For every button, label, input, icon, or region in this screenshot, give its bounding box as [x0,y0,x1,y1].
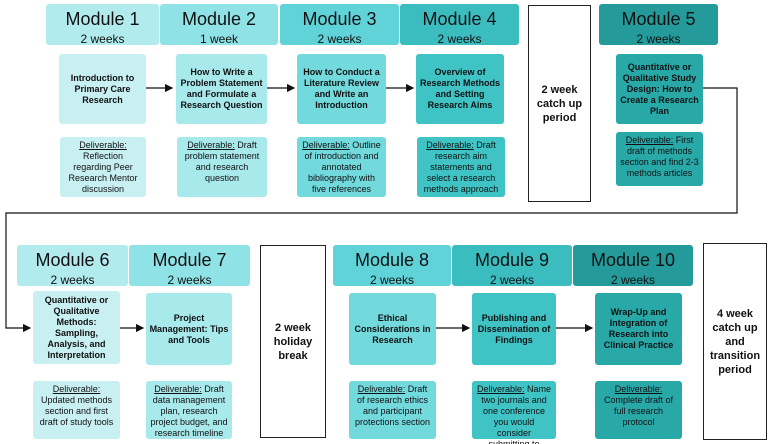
module-8-title: Module 8 [354,250,430,270]
module-9-header: Module 9 2 weeks [452,245,572,287]
module-5-header: Module 5 2 weeks [599,4,718,46]
module-7-header: Module 7 2 weeks [129,245,250,287]
module-8-deliverable-label: Deliverable: [357,384,406,394]
module-2-duration: 1 week [199,32,239,46]
module-5-topic: Quantitative or Qualitative Study Design… [616,54,703,124]
module-1-title: Module 1 [65,9,140,29]
module-4-topic: Overview of Research Methods and Setting… [416,54,504,124]
module-1-topic: Introduction to Primary Care Research [59,54,146,124]
module-6-topic: Quantitative or Qualitative Methods: Sam… [33,291,120,364]
module-9-title: Module 9 [474,250,550,270]
module-10-deliverable-label: Deliverable: [614,384,663,394]
module-10-duration: 2 weeks [610,273,656,287]
module-8-deliverable-text: Draft of research ethics and participant… [354,384,431,427]
module-2-deliverable-text: Draft problem statement and research que… [184,140,260,183]
module-5-deliverable-label: Deliverable: [625,135,674,145]
module-8-header: Module 8 2 weeks [333,245,451,287]
module-5-duration: 2 weeks [636,32,681,46]
module-9-topic: Publishing and Dissemination of Findings [472,293,556,365]
module-3-title: Module 3 [302,9,377,29]
module-7-deliverable-label: Deliverable: [154,384,202,394]
module-10-title: Module 10 [590,250,676,270]
module-5-deliverable-text: First draft of methods section and find … [620,135,699,178]
module-4-header: Module 4 2 weeks [400,4,519,46]
module-8-topic: Ethical Considerations in Research [349,293,436,365]
module-9-duration: 2 weeks [489,273,535,287]
module-4-title: Module 4 [422,9,497,29]
transition-break: 4 week catch up and transition period [703,243,767,440]
module-3-deliverable: Deliverable: Outline of introduction and… [297,137,386,197]
module-3-deliverable-text: Outline of introduction and annotated bi… [304,140,381,194]
module-6-duration: 2 weeks [50,273,95,287]
module-3-header: Module 3 2 weeks [280,4,399,46]
module-1-deliverable-text: Reflection regarding Peer Research Mento… [68,151,138,194]
module-6-header: Module 6 2 weeks [17,245,128,287]
module-1-deliverable-label: Deliverable: [79,140,127,150]
module-4-deliverable-label: Deliverable: [426,140,474,150]
module-10-deliverable: Deliverable: Complete draft of full rese… [595,381,682,439]
module-6-deliverable: Deliverable: Updated methods section and… [33,381,120,439]
module-3-duration: 2 weeks [317,32,362,46]
module-8-duration: 2 weeks [369,273,415,287]
module-2-title: Module 2 [181,9,257,29]
module-9-deliverable-text: Name two journals and one conference you… [481,384,552,444]
module-8-deliverable: Deliverable: Draft of research ethics an… [349,381,436,439]
module-10-deliverable-text: Complete draft of full research protocol [603,395,674,427]
module-7-title: Module 7 [152,250,227,270]
module-2-deliverable: Deliverable: Draft problem statement and… [177,137,267,197]
module-1-deliverable: Deliverable: Reflection regarding Peer R… [60,137,146,197]
module-2-topic: How to Write a Problem Statement and For… [176,54,267,124]
module-7-deliverable: Deliverable: Draft data management plan,… [146,381,232,439]
catch-up-break-1: 2 week catch up period [528,5,591,202]
module-1-header: Module 1 2 weeks [46,4,159,46]
module-4-deliverable-text: Draft research aim statements and select… [423,140,499,194]
module-2-header: Module 2 1 week [160,4,278,46]
module-3-deliverable-label: Deliverable: [302,140,350,150]
module-5-title: Module 5 [621,9,696,29]
module-1-duration: 2 weeks [80,32,125,46]
module-3-topic: How to Conduct a Literature Review and W… [297,54,386,124]
module-7-topic: Project Management: Tips and Tools [146,293,232,365]
module-6-deliverable-text: Updated methods section and first draft … [39,395,114,427]
module-10-header: Module 10 2 weeks [573,245,693,287]
holiday-break: 2 week holiday break [260,245,326,438]
module-4-deliverable: Deliverable: Draft research aim statemen… [417,137,505,197]
module-10-topic: Wrap-Up and Integration of Research into… [595,293,682,365]
module-2-deliverable-label: Deliverable: [187,140,235,150]
module-6-deliverable-label: Deliverable: [52,384,101,394]
module-7-duration: 2 weeks [167,273,212,287]
module-9-deliverable-label: Deliverable: [476,384,525,394]
module-5-deliverable: Deliverable: First draft of methods sect… [616,132,703,186]
module-7-deliverable-text: Draft data management plan, research pro… [150,384,228,438]
module-4-duration: 2 weeks [437,32,482,46]
module-9-deliverable: Deliverable: Name two journals and one c… [472,381,556,444]
module-6-title: Module 6 [35,250,110,270]
